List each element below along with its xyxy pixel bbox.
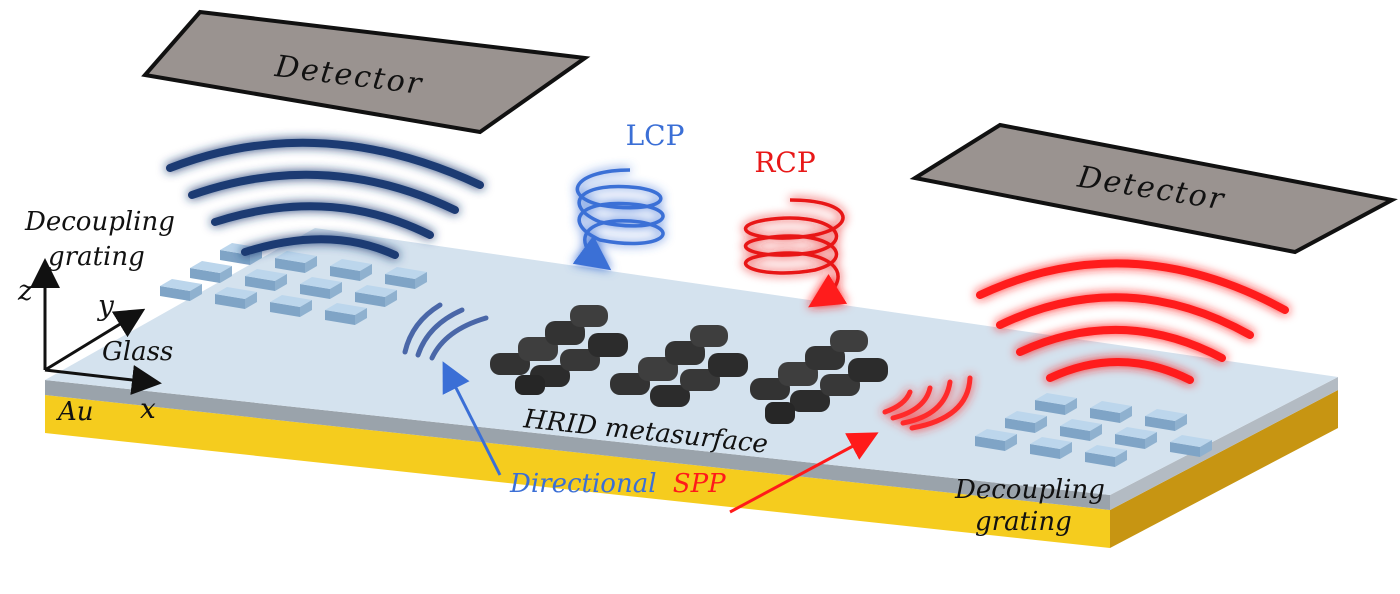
decoupling-left-line1: Decoupling <box>24 207 175 237</box>
grating-block <box>975 429 1017 451</box>
detector-right: Detector <box>909 122 1398 255</box>
meta-block <box>570 305 608 327</box>
meta-block <box>490 353 530 375</box>
grating-block <box>385 267 427 289</box>
meta-block <box>638 357 678 381</box>
spp-word: SPP <box>673 469 726 499</box>
grating-block <box>190 261 232 283</box>
grating-block <box>245 269 287 291</box>
spp-waves-left <box>402 302 489 361</box>
meta-block <box>680 369 720 391</box>
meta-block <box>610 373 650 395</box>
rcp-label: RCP <box>754 146 815 179</box>
grating-block <box>1170 435 1212 457</box>
grating-left <box>160 243 427 325</box>
au-label: Au <box>56 397 94 427</box>
grating-block <box>1005 411 1047 433</box>
rcp-helix <box>743 198 848 308</box>
axis-y-line <box>44 308 146 372</box>
meta-block <box>518 337 558 361</box>
meta-block <box>820 374 860 396</box>
arrow-to-left-spp <box>442 361 502 476</box>
meta-block <box>848 358 888 382</box>
meta-block <box>560 349 600 371</box>
arrow-to-right-spp <box>729 432 879 514</box>
grating-block <box>1060 419 1102 441</box>
meta-block <box>750 378 790 400</box>
grating-block <box>355 285 397 307</box>
gold-side-face <box>1110 390 1338 548</box>
gold-front-face <box>45 395 1110 548</box>
meta-block <box>650 385 690 407</box>
meta-block <box>665 341 705 365</box>
decoupling-right-line2: grating <box>975 507 1072 537</box>
lcp-helix <box>572 168 665 271</box>
spp-waves-right <box>882 375 973 431</box>
grating-block <box>215 287 257 309</box>
svg-text:Directional SPP: Directional SPP <box>509 469 726 499</box>
emitted-waves-right <box>976 259 1289 384</box>
glass-front-edge <box>45 380 1110 510</box>
coordinate-axes <box>30 258 162 395</box>
grating-block <box>300 277 342 299</box>
meta-block <box>790 390 830 412</box>
meta-block <box>515 375 545 395</box>
glass-side-edge <box>1110 377 1338 510</box>
grating-block <box>1115 427 1157 449</box>
axis-y-label: y <box>96 289 115 322</box>
grating-block <box>325 303 367 325</box>
meta-block <box>778 362 818 386</box>
meta-block <box>545 321 585 345</box>
directional-word: Directional <box>509 469 657 499</box>
grating-right <box>975 393 1212 467</box>
grating-block <box>1145 409 1187 431</box>
meta-block <box>830 330 868 352</box>
meta-block <box>765 402 795 424</box>
meta-block <box>805 346 845 370</box>
emitted-waves-left <box>166 138 484 259</box>
grating-block <box>160 279 202 301</box>
decoupling-right-line1: Decoupling <box>954 475 1105 505</box>
grating-block <box>1090 401 1132 423</box>
axis-z-label: z <box>17 274 33 307</box>
axis-x-label: x <box>140 392 156 425</box>
grating-block <box>270 295 312 317</box>
grating-block <box>1030 437 1072 459</box>
axis-x-line <box>44 365 162 395</box>
decoupling-left-line2: grating <box>48 242 145 272</box>
metasurface <box>490 305 888 424</box>
directional-spp-label: Directional SPP <box>509 469 726 499</box>
meta-block <box>708 353 748 377</box>
grating-block <box>1035 393 1077 415</box>
meta-block <box>588 333 628 357</box>
glass-label: Glass <box>102 337 173 367</box>
grating-block <box>330 259 372 281</box>
grating-block <box>275 251 317 273</box>
detector-left: Detector <box>141 9 591 135</box>
grating-block <box>1085 445 1127 467</box>
meta-block <box>690 325 728 347</box>
lcp-label: LCP <box>626 119 685 152</box>
